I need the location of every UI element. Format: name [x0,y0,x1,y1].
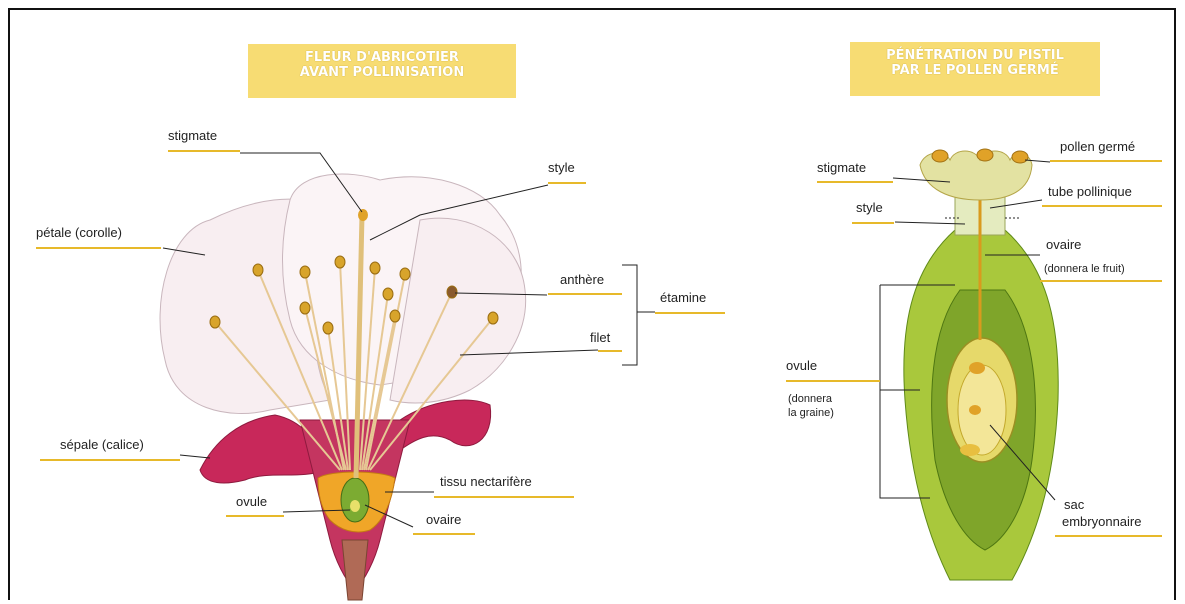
left-title-line1: FLEUR D'ABRICOTIER [258,50,506,65]
underline-ovule [226,515,284,517]
embryo-sac [958,365,1006,455]
underline-filet [598,350,622,352]
label-embryonnaire: embryonnaire [1062,514,1142,529]
right-title-line1: PÉNÉTRATION DU PISTIL [860,48,1090,63]
label-sac: sac [1064,497,1084,512]
underline-sepale [40,459,180,461]
label-ovaire-note: (donnera le fruit) [1044,262,1125,276]
label-stigmate-right: stigmate [817,160,866,175]
label-ovule-note1: (donnera [788,392,832,406]
label-anthere: anthère [560,272,604,287]
label-tissu: tissu nectarifère [440,474,532,489]
label-ovaire-right: ovaire [1046,237,1081,252]
left-title-line2: AVANT POLLINISATION [258,65,506,80]
underline-etamine [655,312,725,314]
label-etamine: étamine [660,290,706,305]
left-title: FLEUR D'ABRICOTIER AVANT POLLINISATION [248,44,516,98]
underline-style [548,182,586,184]
apricot-flower-illustration [160,174,526,600]
label-ovule-note2: la graine) [788,406,834,420]
underline-ovaire-right [1040,280,1162,282]
underline-ovaire [413,533,475,535]
underline-tube-pollinique [1042,205,1162,207]
ovule-dot [350,500,360,512]
label-petale: pétale (corolle) [36,225,122,240]
pistil-section-illustration [904,149,1058,580]
label-tube-pollinique: tube pollinique [1048,184,1132,199]
underline-sac-embryonnaire [1055,535,1162,537]
label-stigmate: stigmate [168,128,217,143]
label-ovule-right: ovule [786,358,817,373]
underline-petale [36,247,161,249]
label-ovaire: ovaire [426,512,461,527]
underline-style-right [852,222,894,224]
right-title-line2: PAR LE POLLEN GERMÉ [860,63,1090,78]
underline-anthere [548,293,622,295]
label-style: style [548,160,575,175]
right-sepal [400,400,491,450]
label-pollen-germe: pollen germé [1060,139,1135,154]
underline-stigmate-right [817,181,893,183]
underline-tissu [434,496,574,498]
label-style-right: style [856,200,883,215]
label-ovule: ovule [236,494,267,509]
underline-pollen-germe [1050,160,1162,162]
label-filet: filet [590,330,610,345]
right-title: PÉNÉTRATION DU PISTIL PAR LE POLLEN GERM… [850,42,1100,96]
pedicel [342,540,368,600]
stigma-tip [358,209,368,221]
label-sepale: sépale (calice) [60,437,144,452]
underline-ovule-right [786,380,880,382]
underline-stigmate [168,150,240,152]
